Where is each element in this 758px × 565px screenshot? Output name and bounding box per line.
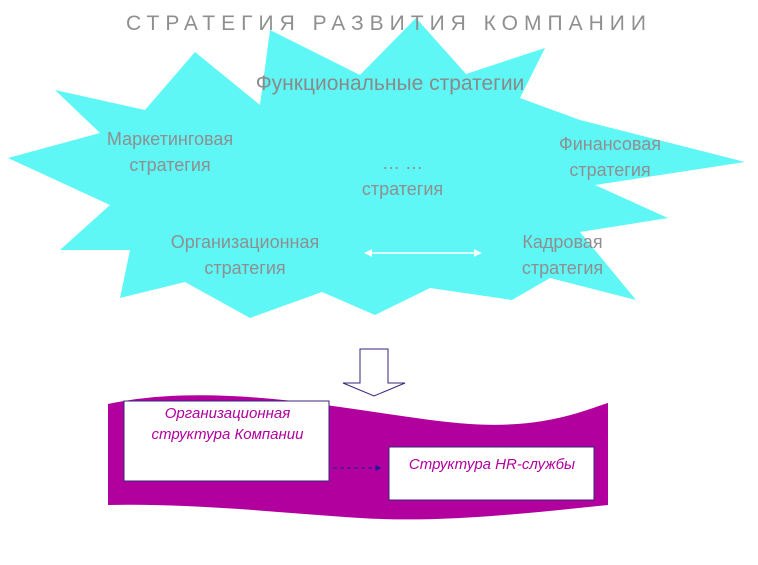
finance-strategy-line1: Финансовая: [559, 134, 661, 154]
functional-strategies-heading: Функциональные стратегии: [255, 72, 525, 95]
hr-service-structure-box: [388, 446, 595, 501]
finance-strategy-line2: стратегия: [569, 160, 651, 180]
hr-strategy-line1: Кадровая: [522, 232, 603, 252]
marketing-strategy-line1: Маркетинговая: [106, 129, 234, 149]
finance-strategy-label: Финансовая стратегия: [540, 131, 680, 183]
company-structure-label: Организационная структура Компании: [126, 403, 329, 445]
company-structure-line2: структура Компании: [151, 426, 304, 443]
page-title: СТРАТЕГИЯ РАЗВИТИЯ КОМПАНИИ: [126, 12, 652, 35]
organizational-strategy-label: Организационная стратегия: [150, 229, 340, 281]
down-arrow-icon: [342, 348, 406, 397]
other-strategy-label: … … стратегия: [330, 150, 475, 202]
organizational-strategy-line2: стратегия: [204, 258, 286, 278]
functional-strategies-cloud: [8, 18, 745, 318]
other-strategy-line2: стратегия: [361, 179, 444, 199]
hr-strategy-label: Кадровая стратегия: [500, 229, 625, 281]
company-structure-line1: Организационная: [164, 405, 291, 422]
hr-strategy-line2: стратегия: [521, 258, 604, 278]
hr-service-structure-label: Структура HR-службы: [408, 456, 576, 473]
company-structure-box: [123, 400, 330, 482]
marketing-strategy-label: Маркетинговая стратегия: [90, 126, 250, 178]
organizational-strategy-line1: Организационная: [170, 232, 320, 252]
other-strategy-line1: … …: [381, 153, 423, 173]
marketing-strategy-line2: стратегия: [129, 155, 211, 175]
